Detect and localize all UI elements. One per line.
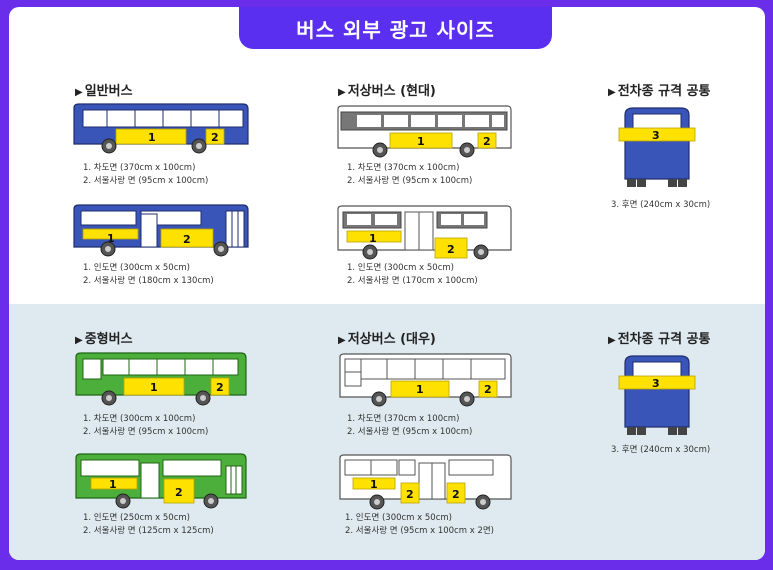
section-title-text: 저상버스 (대우) [347, 332, 436, 347]
ad-area-2 [163, 478, 195, 504]
ad-label: 2 [484, 383, 492, 396]
spec-line: 1. 인도면 (300cm x 50cm) [83, 263, 190, 273]
ad-label: 3 [652, 129, 660, 142]
spec-list: 1. 차도면 (370cm x 100cm) 2. 서울사랑 면 (95cm x … [347, 162, 472, 188]
ad-label: 2 [447, 243, 455, 256]
regular-bus-sidewalk-side-illustration: 1 2 [73, 204, 249, 257]
ad-area-2 [478, 380, 498, 398]
bus-rear-view-illustration: 3 [618, 355, 696, 435]
section-title-common-bottom: ▶전차종 규격 공통 [608, 328, 710, 347]
spec-list: 1. 차도면 (300cm x 100cm) 2. 서울사랑 면 (95cm x … [83, 413, 208, 439]
ad-label: 1 [150, 381, 158, 394]
ad-area-1 [90, 477, 138, 490]
ad-area-2 [205, 128, 225, 145]
ad-label: 1 [369, 232, 377, 245]
ad-label: 1 [109, 478, 117, 491]
spec-line: 2. 서울사랑 면 (95cm x 100cm) [83, 176, 209, 186]
spec-line: 1. 차도면 (370cm x 100cm) [83, 163, 196, 173]
ad-area-1 [352, 477, 396, 490]
spec-line: 1. 차도면 (300cm x 100cm) [83, 414, 196, 424]
regular-bus-road-side-illustration: 1 2 [73, 103, 249, 154]
ad-label: 2 [452, 488, 460, 501]
triangle-right-icon: ▶ [338, 87, 346, 98]
spec-line: 2. 서울사랑 면 (95cm x 100cm) [347, 176, 473, 186]
ad-label: 1 [370, 478, 378, 491]
triangle-right-icon: ▶ [338, 335, 346, 346]
section-title-common-top: ▶전차종 규격 공통 [608, 80, 710, 99]
ad-label: 2 [216, 381, 224, 394]
spec-line: 2. 서울사랑 면 (95cm x 100cm x 2면) [345, 526, 494, 536]
section-title-text: 중형버스 [84, 332, 133, 347]
ad-label: 2 [483, 135, 491, 148]
ad-area-2b [446, 482, 466, 504]
lowfloor-hyundai-road-side-illustration: 1 2 [337, 105, 512, 158]
ad-label: 1 [148, 131, 156, 144]
section-title-text: 일반버스 [84, 84, 133, 99]
ad-label: 1 [416, 383, 424, 396]
ad-area-2 [477, 132, 497, 149]
ad-label: 1 [107, 232, 115, 245]
lowfloor-daewoo-sidewalk-side-illustration: 1 2 2 [339, 454, 512, 510]
triangle-right-icon: ▶ [75, 335, 83, 346]
ad-area-1 [390, 380, 450, 398]
spec-list: 1. 인도면 (300cm x 50cm) 2. 서울사랑 면 (180cm x … [83, 262, 214, 288]
lowfloor-hyundai-sidewalk-side-illustration: 1 2 [337, 205, 512, 260]
spec-line: 1. 차도면 (370cm x 100cm) [347, 163, 460, 173]
ad-label: 3 [652, 377, 660, 390]
ad-area-1 [389, 132, 453, 149]
ad-area-2 [434, 237, 468, 259]
ad-area-3 [618, 127, 696, 142]
ad-label: 2 [175, 486, 183, 499]
spec-line: 1. 차도면 (370cm x 100cm) [347, 414, 460, 424]
page-title: 버스 외부 광고 사이즈 [239, 7, 552, 49]
triangle-right-icon: ▶ [608, 87, 616, 98]
section-title-lowfloor-hyundai: ▶저상버스 (현대) [338, 80, 436, 99]
spec-list: 1. 인도면 (250cm x 50cm) 2. 서울사랑 면 (125cm x … [83, 512, 214, 538]
ad-area-2a [400, 482, 420, 504]
ad-area-2 [160, 228, 214, 248]
section-title-text: 전차종 규격 공통 [617, 84, 711, 99]
ad-area-1 [123, 377, 185, 396]
section-title-lowfloor-daewoo: ▶저상버스 (대우) [338, 328, 436, 347]
ad-area-1 [82, 228, 139, 240]
spec-list: 1. 인도면 (300cm x 50cm) 2. 서울사랑 면 (95cm x 1… [345, 512, 494, 538]
ad-label: 2 [183, 233, 191, 246]
midsize-bus-sidewalk-side-illustration: 1 2 [75, 453, 247, 509]
spec-line: 3. 후면 (240cm x 30cm) [611, 445, 711, 455]
ad-area-2 [210, 377, 230, 396]
spec-list: 3. 후면 (240cm x 30cm) [611, 444, 710, 457]
lowfloor-daewoo-road-side-illustration: 1 2 [339, 353, 512, 407]
spec-line: 1. 인도면 (300cm x 50cm) [345, 513, 452, 523]
section-title-text: 전차종 규격 공통 [617, 332, 711, 347]
ad-label: 2 [211, 131, 219, 144]
spec-list: 1. 차도면 (370cm x 100cm) 2. 서울사랑 면 (95cm x … [83, 162, 208, 188]
poster-panel: 버스 외부 광고 사이즈 ▶일반버스 ▶저상버스 (현대) ▶전차종 규격 공통… [9, 7, 765, 560]
spec-line: 1. 인도면 (300cm x 50cm) [347, 263, 454, 273]
section-title-text: 저상버스 (현대) [347, 84, 436, 99]
section-title-regular: ▶일반버스 [75, 80, 133, 99]
ad-area-3 [618, 375, 696, 390]
triangle-right-icon: ▶ [608, 335, 616, 346]
ad-area-1 [346, 230, 402, 243]
ad-label: 1 [417, 135, 425, 148]
spec-line: 2. 서울사랑 면 (95cm x 100cm) [347, 427, 473, 437]
bus-rear-view-illustration: 3 [618, 107, 696, 187]
section-title-midsize: ▶중형버스 [75, 328, 133, 347]
ad-area-1 [115, 128, 187, 145]
spec-list: 1. 차도면 (370cm x 100cm) 2. 서울사랑 면 (95cm x … [347, 413, 472, 439]
spec-list: 1. 인도면 (300cm x 50cm) 2. 서울사랑 면 (170cm x … [347, 262, 478, 288]
spec-line: 2. 서울사랑 면 (180cm x 130cm) [83, 276, 214, 286]
spec-line: 2. 서울사랑 면 (170cm x 100cm) [347, 276, 478, 286]
spec-line: 2. 서울사랑 면 (125cm x 125cm) [83, 526, 214, 536]
spec-line: 3. 후면 (240cm x 30cm) [611, 200, 711, 210]
spec-line: 1. 인도면 (250cm x 50cm) [83, 513, 190, 523]
midsize-bus-road-side-illustration: 1 2 [75, 352, 247, 406]
ad-label: 2 [406, 488, 414, 501]
spec-line: 2. 서울사랑 면 (95cm x 100cm) [83, 427, 209, 437]
spec-list: 3. 후면 (240cm x 30cm) [611, 199, 710, 212]
triangle-right-icon: ▶ [75, 87, 83, 98]
